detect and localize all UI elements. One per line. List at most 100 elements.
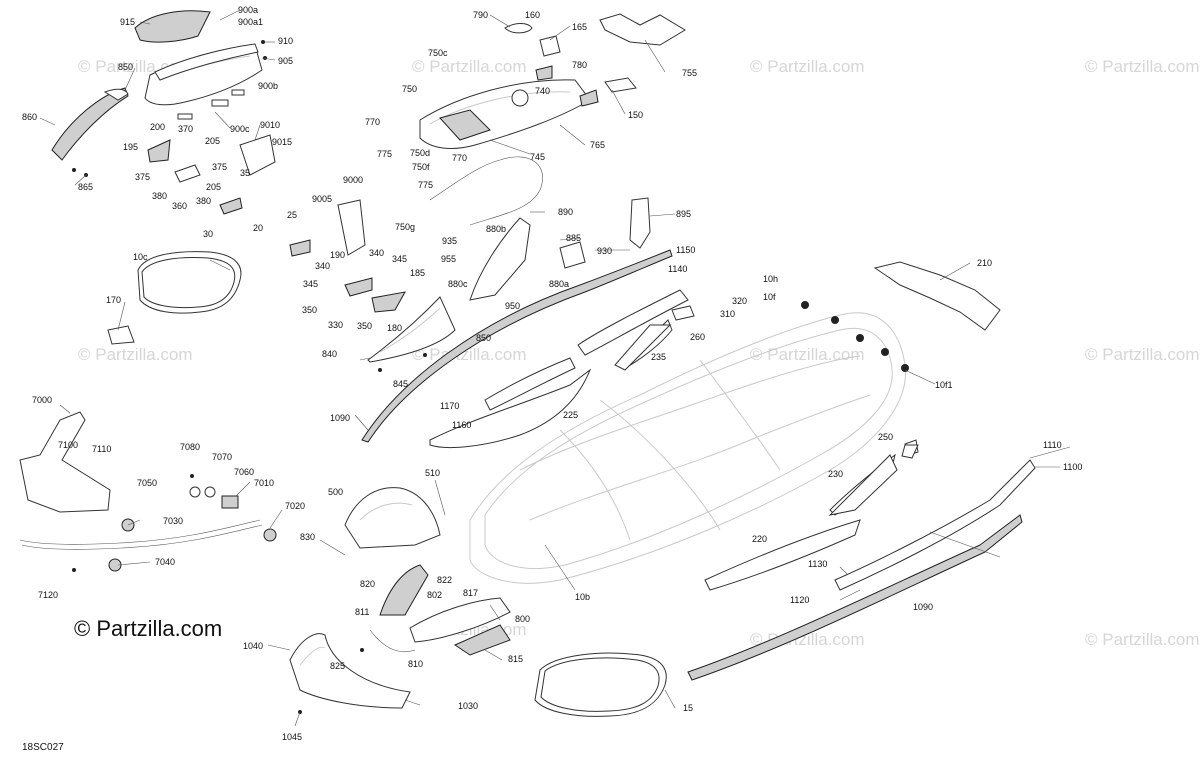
label-955: 955 (441, 254, 456, 264)
gaskets (107, 251, 667, 717)
label-1130: 1130 (808, 559, 827, 569)
brand-text: © Partzilla.com (74, 616, 222, 641)
label-1120: 1120 (790, 595, 809, 605)
label-380-b: 380 (196, 196, 211, 206)
label-150: 150 (628, 110, 643, 120)
label-1030: 1030 (458, 701, 478, 711)
label-930: 930 (597, 246, 612, 256)
label-160: 160 (525, 10, 540, 20)
watermark-11: © Partzilla.com (1085, 630, 1200, 649)
label-7000: 7000 (32, 395, 52, 405)
label-185: 185 (410, 268, 425, 278)
label-950: 950 (505, 301, 520, 311)
label-750: 750 (402, 84, 417, 94)
label-802: 802 (427, 590, 442, 600)
label-205-a: 205 (205, 136, 220, 146)
small-bracket-parts (147, 134, 276, 215)
label-765: 765 (590, 140, 605, 150)
label-180: 180 (387, 323, 402, 333)
label-822: 822 (437, 575, 452, 585)
label-345-a: 345 (392, 254, 407, 264)
watermark-3: © Partzilla.com (750, 57, 865, 76)
foot-pads (614, 324, 919, 516)
label-190: 190 (330, 250, 345, 260)
label-775-a: 775 (377, 149, 392, 159)
label-350-a: 350 (302, 305, 317, 315)
label-935: 935 (442, 236, 457, 246)
label-1090-left: 1090 (330, 413, 350, 423)
part-210 (873, 261, 1001, 331)
watermark-2: © Partzilla.com (412, 57, 527, 76)
label-815: 815 (508, 654, 523, 664)
label-345-b: 345 (303, 279, 318, 289)
label-260: 260 (690, 332, 705, 342)
label-35: 35 (240, 168, 250, 178)
label-200: 200 (150, 122, 165, 132)
label-7030: 7030 (163, 516, 183, 526)
label-510: 510 (425, 468, 440, 478)
bow-panel (289, 633, 411, 709)
label-235: 235 (651, 352, 666, 362)
label-770-b: 770 (452, 153, 467, 163)
label-820: 820 (360, 579, 375, 589)
label-165: 165 (572, 22, 587, 32)
label-310: 310 (720, 309, 735, 319)
front-deck-panels (367, 296, 456, 363)
label-170: 170 (106, 295, 121, 305)
label-10f: 10f (763, 292, 776, 302)
label-1100: 1100 (1063, 462, 1082, 472)
label-205-b: 205 (206, 182, 221, 192)
label-250: 250 (878, 432, 893, 442)
label-830: 830 (300, 532, 315, 542)
label-9000: 9000 (343, 175, 363, 185)
label-25: 25 (287, 210, 297, 220)
label-375-a: 375 (212, 162, 227, 172)
watermark-5: © Partzilla.com (78, 345, 193, 364)
side-panel-880 (469, 197, 651, 301)
label-9010: 9010 (260, 120, 280, 130)
label-500: 500 (328, 487, 343, 497)
label-350-b: 350 (357, 321, 372, 331)
seat-assembly (134, 10, 263, 120)
left-side-panel (51, 87, 129, 161)
label-340-a: 340 (369, 248, 384, 258)
label-210: 210 (977, 258, 992, 268)
label-10f1: 10f1 (935, 380, 953, 390)
label-811: 811 (355, 607, 369, 617)
label-375-b: 375 (135, 172, 150, 182)
part-labels: 915 900a 900a1 910 905 900b 850 860 865 … (22, 5, 1082, 742)
label-7070: 7070 (212, 452, 232, 462)
label-1160: 1160 (452, 420, 471, 430)
label-910: 910 (278, 36, 293, 46)
label-900b: 900b (258, 81, 278, 91)
label-320: 320 (732, 296, 747, 306)
label-750c: 750c (428, 48, 448, 58)
label-20: 20 (253, 223, 263, 233)
watermark-8: © Partzilla.com (1085, 345, 1200, 364)
watermark-7: © Partzilla.com (750, 345, 865, 364)
label-195: 195 (123, 142, 138, 152)
steering-assembly (19, 411, 277, 572)
label-330: 330 (328, 320, 343, 330)
label-7020: 7020 (285, 501, 305, 511)
label-750d: 750d (410, 148, 430, 158)
label-1090-right: 1090 (913, 602, 933, 612)
label-15: 15 (683, 703, 693, 713)
label-840: 840 (322, 349, 337, 359)
label-790: 790 (473, 10, 488, 20)
label-9015: 9015 (272, 137, 292, 147)
label-900a1: 900a1 (238, 17, 263, 27)
label-750f: 750f (412, 162, 430, 172)
label-880b: 880b (486, 224, 506, 234)
label-7110: 7110 (92, 444, 111, 454)
label-10h: 10h (763, 274, 778, 284)
label-340-b: 340 (315, 261, 330, 271)
label-370: 370 (178, 124, 193, 134)
cable (429, 156, 543, 226)
label-817: 817 (463, 588, 478, 598)
label-7120: 7120 (38, 590, 58, 600)
label-9005: 9005 (312, 194, 332, 204)
label-880c: 880c (448, 279, 468, 289)
label-755: 755 (682, 68, 697, 78)
label-1040: 1040 (243, 641, 263, 651)
